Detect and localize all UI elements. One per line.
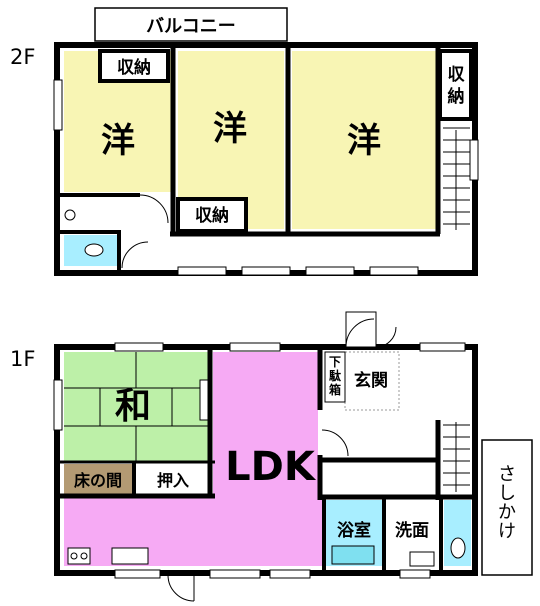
kitchen-sink-icon	[111, 547, 149, 565]
washbasin-icon	[409, 551, 435, 567]
floor-2f: バルコニー 収納 収 納 収納	[53, 7, 479, 276]
storage-bottom	[176, 197, 248, 233]
stove-icon	[67, 547, 91, 565]
oshiire-label: 押入	[157, 471, 189, 490]
svg-text:け: け	[498, 521, 516, 542]
storage-bottom-label: 収納	[195, 205, 229, 226]
svg-text:か: か	[498, 502, 516, 523]
washroom-label: 洗面	[395, 520, 429, 541]
western-room-3	[292, 51, 437, 229]
western-room-1-label: 洋	[101, 121, 135, 161]
stairs-1f	[443, 422, 470, 492]
tokonoma	[64, 464, 132, 494]
bathtub-icon	[331, 545, 375, 565]
storage-top-left	[98, 49, 170, 83]
balcony-label: バルコニー	[146, 16, 236, 37]
japanese-room-label: 和	[115, 386, 151, 427]
ldk-room	[64, 352, 322, 566]
shoe-closet-label-2: 駄	[329, 368, 342, 383]
toilet-1f-icon	[450, 537, 466, 559]
floor-label-1f: 1F	[10, 347, 35, 371]
storage-top-left-label: 収納	[117, 57, 151, 78]
canopy	[481, 439, 533, 576]
floor-label-2f: 2F	[10, 45, 35, 69]
stairs-2f	[443, 127, 470, 230]
sink-icon	[64, 209, 76, 221]
balcony	[94, 7, 288, 42]
svg-text:さ: さ	[498, 464, 516, 485]
floor-1f: 和 床の間 押入 LDK 下 駄 箱 玄関 浴室 洗面 さ し か け	[53, 311, 533, 602]
western-room-3-label: 洋	[347, 121, 381, 161]
western-room-2-label: 洋	[213, 109, 247, 149]
shoe-closet-label-3: 箱	[329, 382, 341, 397]
entrance-label: 玄関	[354, 370, 388, 391]
ldk-label: LDK	[225, 444, 317, 490]
shoe-closet-label-1: 下	[329, 355, 341, 369]
storage-right-label-1: 収	[448, 65, 466, 85]
entrance	[344, 351, 400, 411]
svg-text:し: し	[498, 483, 516, 504]
tokonoma-label: 床の間	[74, 471, 122, 490]
canopy-label: さ し か け	[498, 464, 516, 542]
toilet-icon	[84, 243, 104, 257]
shoe-closet	[324, 351, 346, 403]
bath-label: 浴室	[337, 520, 371, 541]
storage-right	[438, 49, 473, 121]
storage-right-label-2: 納	[448, 86, 465, 107]
oshiire	[136, 464, 210, 494]
